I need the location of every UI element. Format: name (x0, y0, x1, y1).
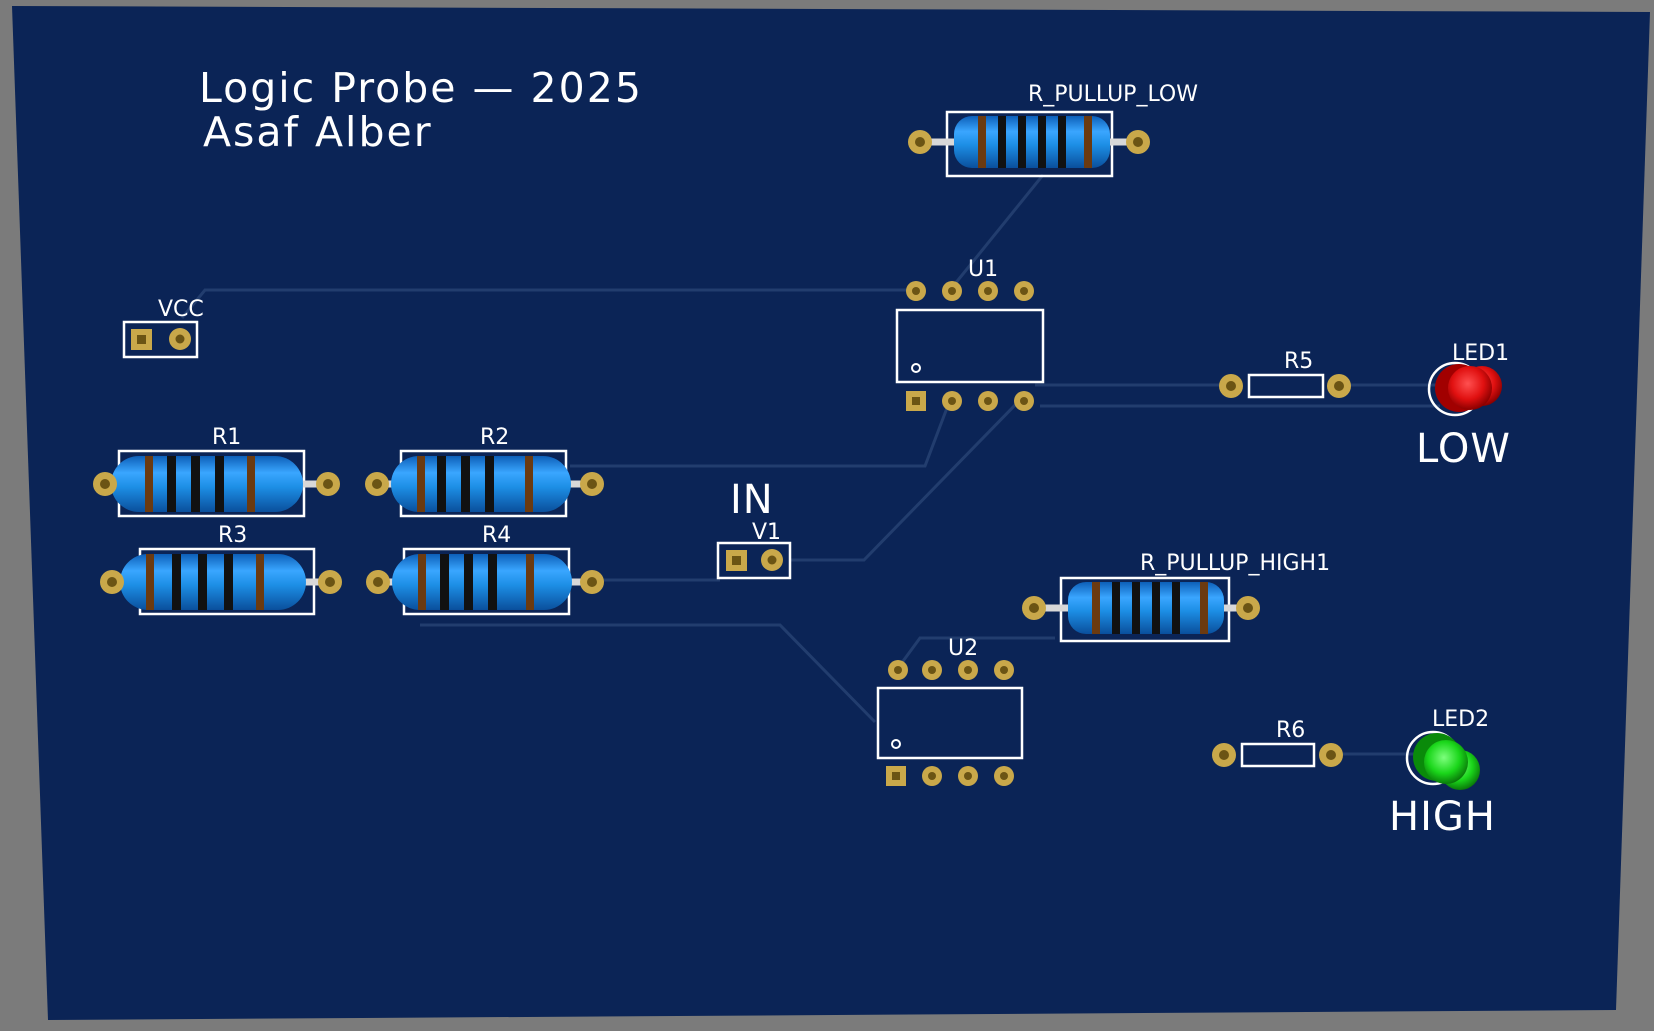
resistor-r-pullup-high (1022, 576, 1260, 643)
resistor-r4 (366, 547, 604, 616)
vcc-header (122, 320, 199, 359)
led2-green (1405, 730, 1480, 790)
ic-u2 (876, 660, 1024, 786)
r-pullup-low-label: R_PULLUP_LOW (1028, 82, 1198, 107)
low-label: LOW (1416, 426, 1511, 472)
vcc-label: VCC (158, 297, 204, 322)
led1-red (1427, 361, 1502, 417)
in-label: IN (730, 477, 774, 523)
high-label: HIGH (1389, 794, 1496, 840)
resistor-r1 (93, 449, 340, 518)
v1-header (716, 541, 792, 580)
resistor-r6 (1212, 742, 1343, 768)
v1-label: V1 (752, 520, 781, 545)
pcb-board (12, 6, 1650, 1020)
r6-label: R6 (1276, 718, 1305, 743)
led1-label: LED1 (1452, 341, 1509, 366)
r4-label: R4 (482, 523, 511, 548)
board-title: Logic Probe — 2025 (199, 64, 643, 112)
resistor-r5 (1219, 373, 1351, 399)
resistor-r3 (100, 547, 342, 616)
r5-label: R5 (1284, 349, 1313, 374)
resistor-r-pullup-low (908, 110, 1150, 178)
u1-label: U1 (968, 257, 998, 282)
r3-label: R3 (218, 523, 247, 548)
ic-u1 (895, 281, 1045, 411)
board-author: Asaf Alber (203, 108, 433, 156)
copper-traces (180, 174, 1440, 756)
u2-label: U2 (948, 636, 978, 661)
r2-label: R2 (480, 425, 509, 450)
resistor-r2 (365, 449, 604, 518)
r-pullup-high-label: R_PULLUP_HIGH1 (1140, 551, 1330, 576)
led2-label: LED2 (1432, 707, 1489, 732)
r1-label: R1 (212, 425, 241, 450)
